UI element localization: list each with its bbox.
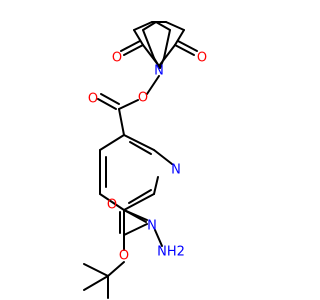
bond (153, 176, 159, 195)
bond (155, 21, 171, 31)
bond (118, 99, 139, 110)
bond (142, 29, 155, 59)
bond (133, 29, 144, 46)
bond (153, 149, 173, 165)
bond (123, 134, 155, 151)
bond (165, 21, 185, 31)
bond (129, 141, 152, 155)
bond (107, 261, 125, 277)
bond (97, 98, 117, 110)
bond (174, 44, 195, 56)
atom-n: N (147, 219, 157, 234)
atom-nh2: NH2 (157, 245, 185, 260)
atom-labels: O O N O O N N NH2 O O (88, 51, 207, 264)
bond (146, 75, 160, 95)
molecule-structure: O O N O O N N NH2 O O (83, 21, 207, 299)
bond (123, 223, 148, 236)
bond (118, 108, 125, 136)
bond (177, 40, 198, 52)
bond (83, 263, 109, 277)
bond (100, 93, 120, 105)
bond (158, 44, 176, 67)
atom-n: N (154, 64, 164, 79)
bond (142, 44, 160, 67)
atom-o: O (88, 92, 98, 107)
bond (123, 44, 144, 56)
bond (142, 21, 157, 31)
atom-o: O (138, 91, 148, 106)
bond (174, 29, 185, 46)
bond (99, 193, 125, 211)
atom-o: O (119, 249, 129, 264)
atom-o: O (197, 51, 207, 66)
bond (83, 275, 109, 291)
atom-o: O (107, 198, 117, 213)
bond (123, 193, 155, 211)
atom-n: N (171, 163, 181, 178)
atom-o: O (112, 51, 122, 66)
bond (128, 189, 152, 204)
bond (123, 209, 148, 221)
bond (99, 134, 125, 151)
bond (163, 29, 171, 59)
bonds (83, 21, 198, 299)
bond (154, 229, 163, 247)
bond (133, 21, 153, 31)
bond (120, 40, 141, 52)
